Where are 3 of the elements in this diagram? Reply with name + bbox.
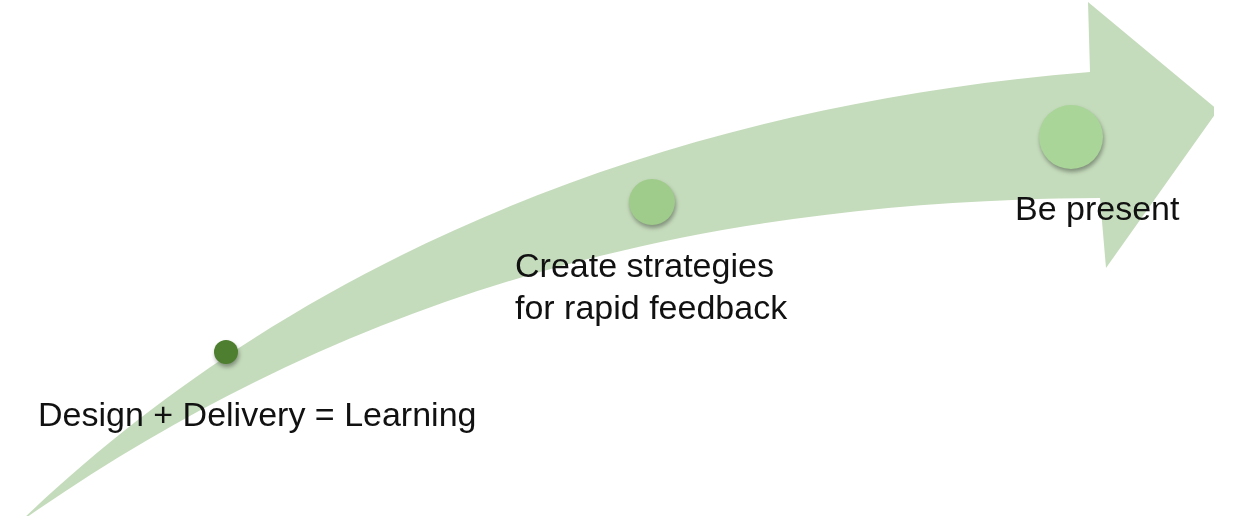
milestone-label: Be present xyxy=(1015,188,1181,229)
milestone-label: Create strategies for rapid feedback xyxy=(515,245,789,328)
milestone-label: Design + Delivery = Learning xyxy=(38,394,478,435)
